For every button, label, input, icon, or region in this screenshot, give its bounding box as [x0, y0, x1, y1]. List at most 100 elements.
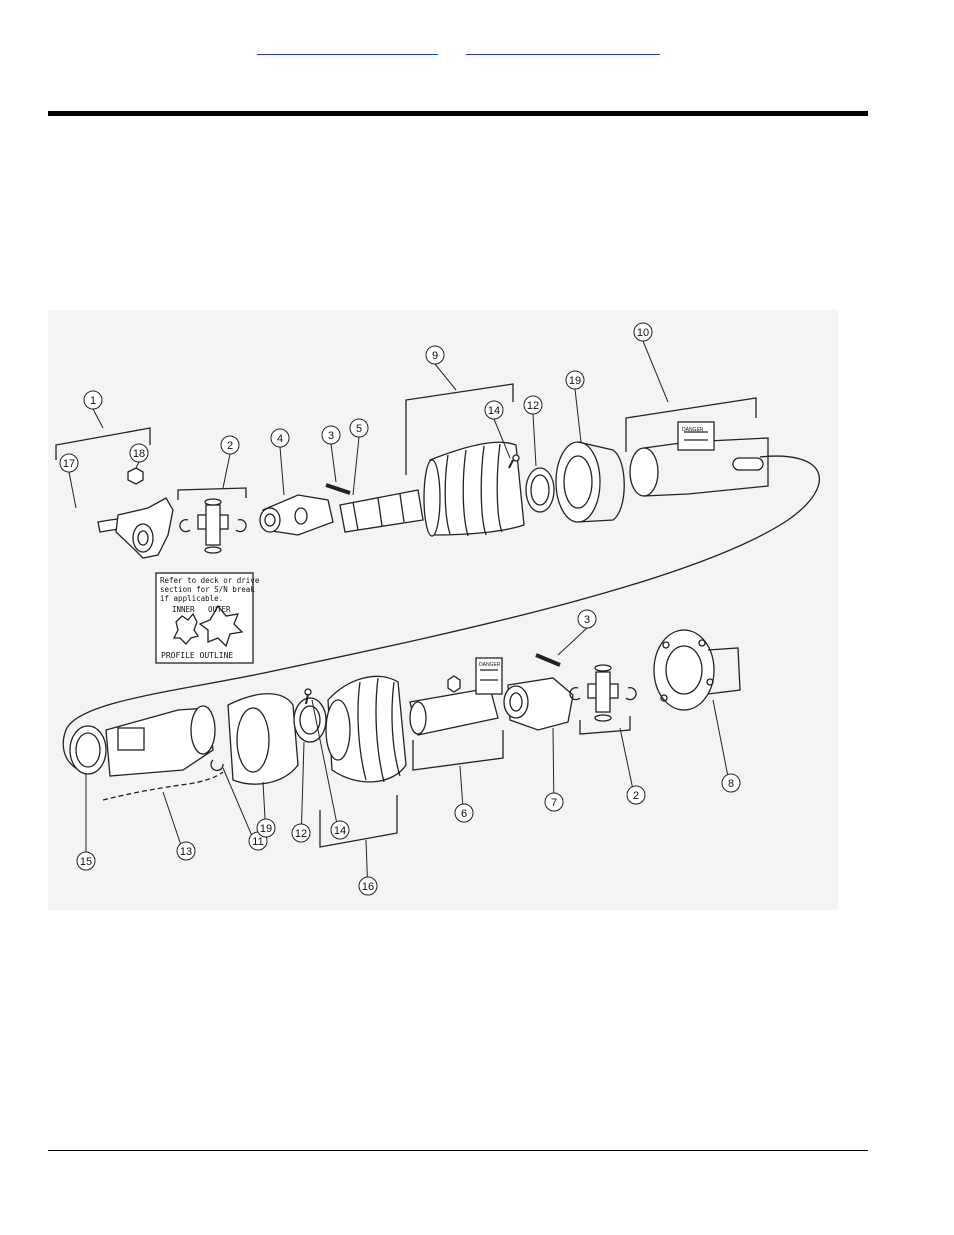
- yoke-part: [97, 497, 174, 559]
- callout-balloon: [176, 841, 196, 861]
- callout-c19a: 19: [565, 370, 585, 443]
- outer-yoke-tube-lower: [105, 705, 224, 777]
- slip-clutch-flange: [653, 629, 741, 711]
- callout-c15: 15: [76, 774, 96, 871]
- callout-number: 18: [133, 448, 145, 460]
- bell-lower: [227, 693, 299, 785]
- header-link-2[interactable]: [466, 38, 660, 55]
- callout-c6: 6: [454, 765, 474, 823]
- legend-outer-label: OUTER: [208, 605, 231, 614]
- callout-c9: 9: [425, 345, 457, 391]
- legend-note-line3: if applicable.: [160, 594, 223, 603]
- callout-number: 9: [432, 350, 438, 362]
- callout-number: 1: [90, 395, 96, 407]
- callout-number: 13: [180, 846, 192, 858]
- legend-note-line2: section for S/N break: [160, 585, 255, 594]
- callout-leader: [68, 471, 77, 509]
- callout-leader: [222, 453, 231, 489]
- callout-leader: [493, 418, 511, 459]
- callout-leader: [574, 388, 582, 443]
- driveline-exploded-diagram: Refer to deck or drive section for S/N b…: [48, 310, 838, 910]
- bracket-16: [319, 795, 398, 848]
- callout-leader: [532, 413, 537, 467]
- callout-balloon: [76, 851, 96, 871]
- inner-tube-lower: [409, 657, 503, 736]
- bearing-ring-upper: [525, 467, 555, 513]
- callout-leader: [642, 340, 669, 403]
- bell-upper: [555, 441, 625, 523]
- callout-balloon: [349, 418, 369, 438]
- top-rule: [48, 111, 868, 116]
- callout-number: 14: [488, 405, 500, 417]
- callout-balloon: [321, 425, 341, 445]
- header-link-1[interactable]: [257, 38, 438, 55]
- callout-balloon: [291, 823, 311, 843]
- callout-balloon: [129, 443, 149, 463]
- callout-c17: 17: [59, 453, 79, 509]
- callout-number: 3: [584, 614, 590, 626]
- callout-balloon: [358, 876, 378, 896]
- guard-ring-lower: [69, 725, 107, 775]
- callout-number: 12: [295, 828, 307, 840]
- callout-balloon: [544, 792, 564, 812]
- callout-leader: [92, 408, 104, 429]
- callout-number: 2: [633, 790, 639, 802]
- callout-leader: [135, 461, 140, 469]
- callout-number: 17: [63, 458, 75, 470]
- callout-c13: 13: [162, 791, 196, 861]
- callout-c18: 18: [129, 443, 149, 469]
- inner-tube-part: [339, 489, 424, 533]
- callout-number: 19: [569, 375, 581, 387]
- callout-c7: 7: [544, 727, 564, 812]
- callout-number: 2: [227, 440, 233, 452]
- inner-profile-icon: [172, 612, 200, 645]
- callout-c14b: 14: [311, 699, 350, 840]
- bracket-10: [625, 397, 757, 452]
- inner-yoke-part: [259, 494, 334, 536]
- callout-c4: 4: [270, 428, 290, 496]
- callout-number: 11: [252, 836, 263, 848]
- callout-number: 8: [728, 778, 734, 790]
- outer-tube-assembly: [629, 421, 769, 497]
- bottom-rule: [48, 1150, 868, 1151]
- callout-leader: [434, 363, 457, 391]
- callout-c12a: 12: [523, 395, 543, 467]
- callout-balloon: [83, 390, 103, 410]
- callout-number: 3: [328, 430, 334, 442]
- callout-c10: 10: [633, 322, 669, 403]
- callout-c3b: 3: [557, 609, 597, 656]
- cross-bearing-lower: [569, 664, 637, 722]
- decal-text-lower: DANGER: [479, 662, 501, 668]
- screw-lower: [304, 688, 312, 705]
- callout-number: 19: [260, 823, 272, 835]
- callout-balloon: [220, 435, 240, 455]
- callout-number: 6: [461, 808, 467, 820]
- screw-upper: [508, 454, 520, 469]
- decal-text-upper: DANGER: [682, 427, 704, 433]
- callout-leader: [352, 436, 360, 496]
- callout-c2a: 2: [220, 435, 240, 489]
- callout-number: 12: [527, 400, 539, 412]
- spring-pin-upper: [325, 483, 351, 495]
- callout-balloon: [626, 785, 646, 805]
- callout-c14a: 14: [484, 400, 511, 459]
- nut-part: [127, 467, 144, 485]
- inner-yoke-lower: [503, 677, 574, 731]
- callout-balloon: [523, 395, 543, 415]
- callout-number: 7: [551, 797, 557, 809]
- callout-c16: 16: [358, 839, 378, 896]
- callout-c3a: 3: [321, 425, 341, 483]
- callout-leader: [311, 699, 341, 840]
- callout-balloon: [577, 609, 597, 629]
- callout-number: 14: [334, 825, 346, 837]
- callout-c5: 5: [349, 418, 369, 496]
- bracket-2-lower: [579, 716, 631, 735]
- callout-number: 15: [80, 856, 92, 868]
- bracket-1: [55, 427, 151, 460]
- bracket-2-upper: [177, 487, 247, 500]
- callout-balloon: [59, 453, 79, 473]
- callout-number: 16: [362, 881, 374, 893]
- legend-inner-label: INNER: [172, 605, 195, 614]
- callout-leader: [557, 627, 588, 656]
- callout-number: 4: [277, 433, 283, 445]
